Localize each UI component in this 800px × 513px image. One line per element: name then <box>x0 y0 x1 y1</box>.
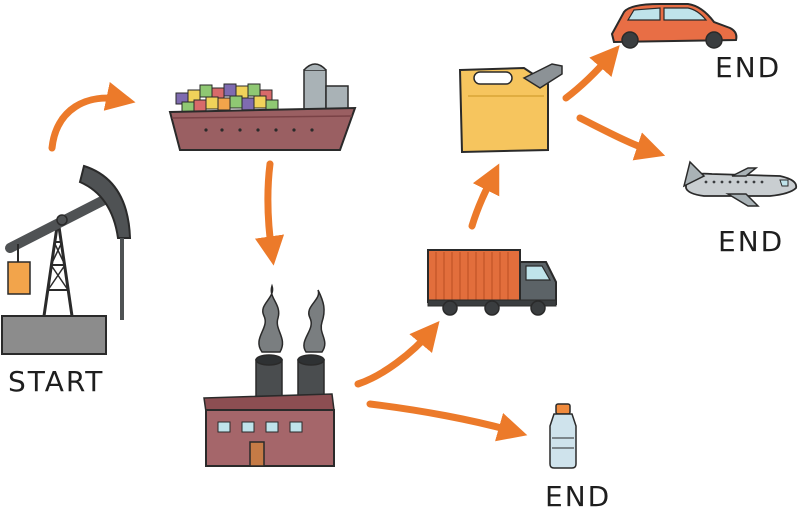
arrow-jerrycan-to-plane <box>576 114 666 161</box>
car-icon <box>610 3 738 49</box>
jerrycan-icon <box>458 63 563 154</box>
bottle-icon <box>549 403 577 469</box>
cargo-ship-icon <box>168 63 357 151</box>
oil-pump-icon <box>1 164 132 355</box>
arrow-jerrycan-to-car <box>562 45 620 102</box>
arrow-ship-to-factory <box>254 160 285 266</box>
end-label-plane: END <box>718 225 785 258</box>
start-label: START <box>8 365 105 398</box>
arrow-truck-to-jerrycan <box>468 163 500 230</box>
arrow-factory-to-truck <box>354 320 440 388</box>
airplane-icon <box>682 160 798 207</box>
factory-icon <box>203 283 335 467</box>
arrow-factory-to-bottle <box>366 400 528 442</box>
truck-icon <box>427 249 557 316</box>
arrow-pump-to-ship <box>48 81 136 152</box>
end-label-bottle: END <box>545 480 612 513</box>
end-label-car: END <box>715 51 782 84</box>
